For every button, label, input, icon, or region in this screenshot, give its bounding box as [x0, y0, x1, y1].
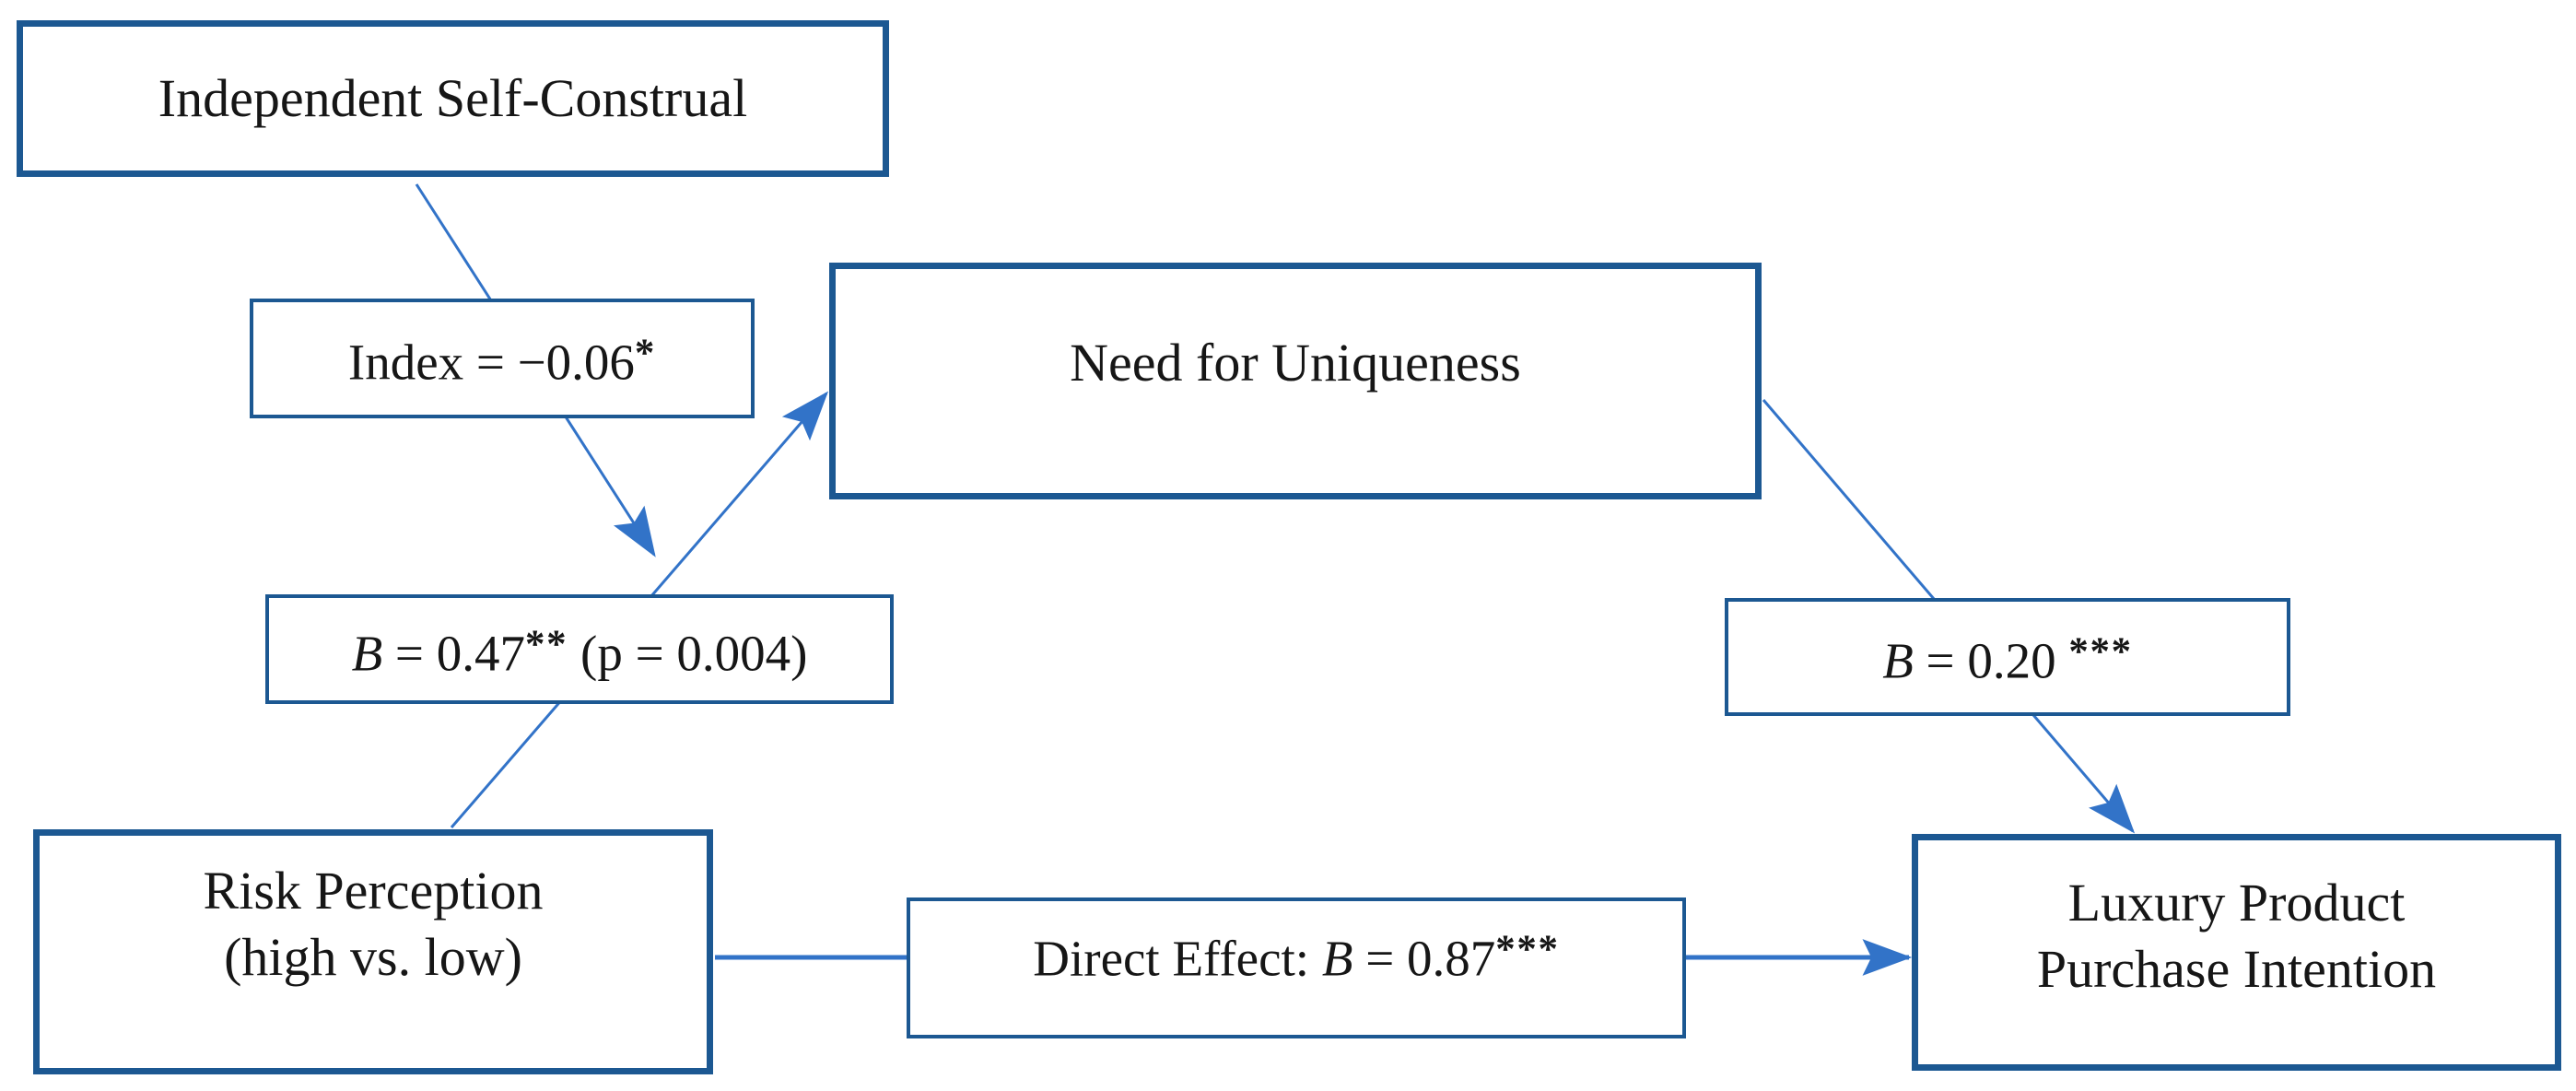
label-text: Direct Effect: B = 0.87***	[1033, 927, 1560, 987]
box-need-for-uniqueness: Need for Uniqueness	[829, 263, 1762, 499]
path-label-a-path-coefficient: B = 0.47** (p = 0.004)	[265, 594, 894, 704]
label-text: B = 0.20 ***	[1882, 630, 2133, 689]
box-label: Independent Self-Construal	[158, 68, 748, 128]
box-label-line2: Purchase Intention	[2036, 938, 2437, 999]
path-label-b-path-coefficient: B = 0.20 ***	[1725, 598, 2290, 716]
box-label: Need for Uniqueness	[1070, 332, 1521, 393]
box-luxury-purchase-intention: Luxury Product Purchase Intention	[1912, 834, 2561, 1071]
path-label-moderation-index: Index = −0.06*	[250, 299, 755, 418]
box-risk-perception: Risk Perception (high vs. low)	[33, 829, 713, 1074]
box-independent-self-construal: Independent Self-Construal	[17, 20, 889, 177]
box-label-line1: Luxury Product	[2067, 872, 2406, 933]
path-label-direct-effect: Direct Effect: B = 0.87***	[907, 897, 1686, 1038]
box-label-line2: (high vs. low)	[224, 927, 522, 987]
label-text: B = 0.47** (p = 0.004)	[351, 622, 808, 682]
label-text: Index = −0.06*	[347, 332, 657, 391]
box-label-line1: Risk Perception	[203, 861, 544, 921]
